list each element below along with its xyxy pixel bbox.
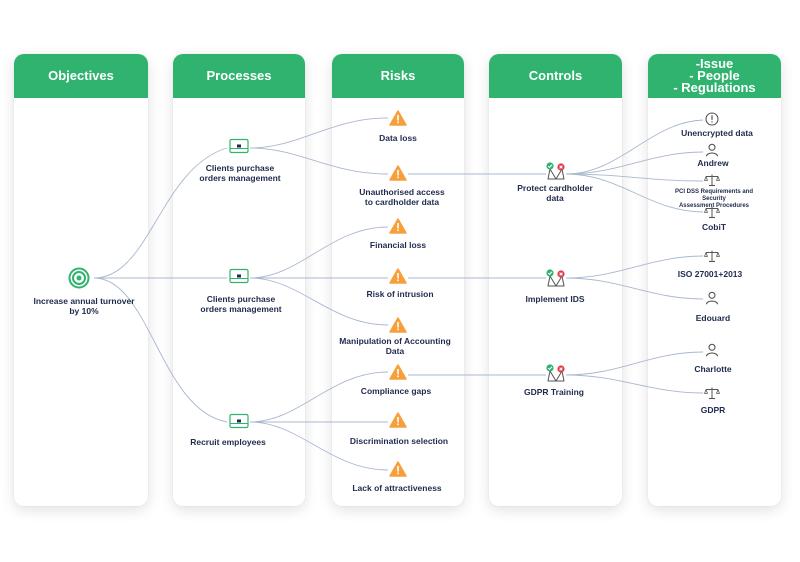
risk-label-7: Discrimination selection [349, 436, 449, 446]
issue-icon [705, 112, 719, 126]
regulation-label-iso: ISO 27001+2013 [677, 269, 743, 279]
control-label-1: Protect cardholder data [517, 183, 593, 203]
risk-label-1: Data loss [379, 133, 417, 143]
objectives-header: Objectives [14, 54, 148, 98]
warning-icon [389, 218, 407, 234]
controls-header: Controls [489, 54, 622, 98]
control-label-3: GDPR Training [524, 387, 584, 397]
risk-label-8: Lack of attractiveness [352, 483, 442, 493]
process-icon [229, 268, 249, 284]
issue-label-1: Unencrypted data [681, 128, 753, 138]
regulation-label-cobit: CobiT [701, 222, 727, 232]
process-icon [229, 413, 249, 429]
risk-label-5: Manipulation of Accounting Data [339, 336, 451, 356]
process-icon [229, 138, 249, 154]
person-label-charlotte: Charlotte [694, 364, 732, 374]
scales-icon [704, 250, 720, 263]
risks-header: Risks [332, 54, 464, 98]
regulation-label-gdpr: GDPR [700, 405, 726, 415]
risk-label-3: Financial loss [369, 240, 427, 250]
regulation-label-pci: PCI DSS Requirements and Security Assess… [674, 189, 754, 209]
warning-icon [389, 364, 407, 380]
warning-icon [389, 412, 407, 428]
objective-label: Increase annual turnover by 10% [33, 296, 135, 316]
warning-icon [389, 110, 407, 126]
issues-header: -Issue - People - Regulations [648, 54, 781, 98]
process-label-3: Recruit employees [190, 437, 266, 447]
person-icon [705, 291, 719, 305]
control-check-cross-icon [546, 364, 565, 382]
person-label-edouard: Edouard [695, 313, 731, 323]
target-icon [68, 267, 90, 289]
warning-icon [389, 268, 407, 284]
scales-icon [704, 206, 720, 219]
risk-label-4: Risk of intrusion [366, 289, 434, 299]
control-check-cross-icon [546, 162, 565, 180]
control-check-cross-icon [546, 269, 565, 287]
risk-label-2: Unauthorised access to cardholder data [359, 187, 445, 207]
person-icon [705, 143, 719, 157]
warning-icon [389, 165, 407, 181]
warning-icon [389, 461, 407, 477]
process-label-2: Clients purchase orders management [200, 294, 282, 314]
control-label-2: Implement IDS [525, 294, 585, 304]
person-icon [705, 343, 719, 357]
process-label-1: Clients purchase orders management [199, 163, 281, 183]
processes-header: Processes [173, 54, 305, 98]
risk-label-6: Compliance gaps [360, 386, 432, 396]
scales-icon [704, 387, 720, 400]
person-label-andrew: Andrew [697, 158, 729, 168]
scales-icon [704, 174, 720, 187]
warning-icon [389, 317, 407, 333]
